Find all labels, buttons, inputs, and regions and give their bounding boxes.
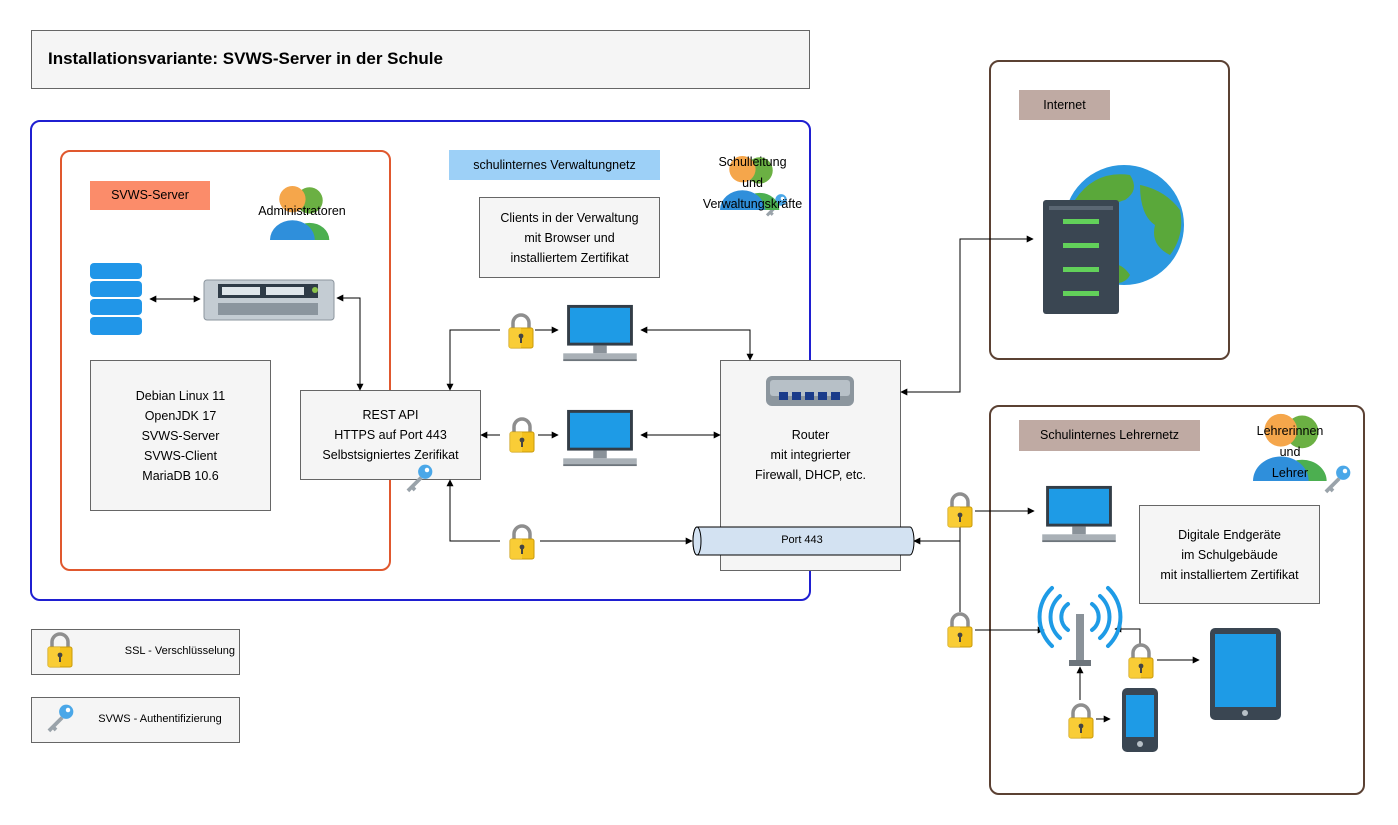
- devices-box: Digitale Endgeräte im Schulgebäude mit i…: [1139, 505, 1320, 604]
- server-info-line: OpenJDK 17: [144, 408, 217, 423]
- antenna-mast: [1076, 614, 1084, 662]
- rest-api-line: REST API: [362, 408, 419, 422]
- globe-server-icon: [1043, 165, 1184, 314]
- clients-box: Clients in der Verwaltung mit Browser un…: [479, 197, 660, 278]
- server-info-line: SVWS-Server: [141, 428, 220, 443]
- smartphone-icon: [1122, 688, 1158, 752]
- tablet-icon: [1210, 628, 1281, 720]
- legend-auth-label: SVWS - Authentifizierung: [98, 713, 222, 725]
- page-title: Installationsvariante: SVWS-Server in de…: [31, 30, 810, 89]
- port-443-pipe: [692, 526, 915, 556]
- leadership-line: Schulleitung: [718, 155, 787, 169]
- teacher-network-tag: Schulinternes Lehrernetz: [1019, 420, 1200, 451]
- clients-line: Clients in der Verwaltung: [500, 210, 639, 225]
- rest-api-line: Selbstsigniertes Zerifikat: [322, 448, 459, 462]
- teachers-line: Lehrerinnen: [1256, 424, 1324, 438]
- rest-api-line: HTTPS auf Port 443: [334, 428, 447, 442]
- rest-api-box: REST API HTTPS auf Port 443 Selbstsignie…: [300, 390, 481, 480]
- leadership-line: Verwaltungskräfte: [702, 197, 803, 211]
- server-info-box: Debian Linux 11 OpenJDK 17 SVWS-Server S…: [90, 360, 271, 511]
- teachers-label: Lehrerinnen und Lehrer: [1240, 421, 1340, 484]
- admins-label: Administratoren: [258, 204, 346, 218]
- padlock-icon: [946, 492, 974, 528]
- router-line: mit integrierter: [770, 448, 851, 462]
- internet-zone: [989, 60, 1230, 360]
- antenna-base: [1069, 660, 1091, 666]
- padlock-icon: [1067, 703, 1095, 739]
- clients-line: mit Browser und: [524, 230, 615, 245]
- devices-line: mit installiertem Zertifikat: [1160, 567, 1299, 582]
- teachers-line: Lehrer: [1271, 466, 1309, 480]
- clients-line: installiertem Zertifikat: [510, 250, 629, 265]
- svws-server-zone: [60, 150, 391, 571]
- teacher-network-zone: [989, 405, 1365, 795]
- key-icon: [47, 704, 74, 733]
- monitor-icon: [563, 409, 637, 467]
- padlock-icon: [507, 313, 535, 349]
- legend-auth: [31, 697, 240, 743]
- padlock-icon: [508, 417, 536, 453]
- svws-server-tag: SVWS-Server: [90, 181, 210, 210]
- padlock-icon: [1127, 643, 1155, 679]
- teachers-line: und: [1279, 445, 1301, 459]
- monitor-icon: [1042, 485, 1116, 543]
- padlock-icon: [508, 524, 536, 560]
- server-rack-icon: [203, 279, 335, 321]
- router-line: Firewall, DHCP, etc.: [755, 468, 866, 482]
- wifi-antenna-icon: [1037, 586, 1123, 648]
- database-icon: [90, 263, 142, 335]
- key-icon: [406, 464, 433, 493]
- router-label: Router mit integrierter Firewall, DHCP, …: [720, 425, 901, 485]
- padlock-icon: [946, 612, 974, 648]
- devices-line: im Schulgebäude: [1181, 547, 1278, 562]
- router-line: Router: [791, 428, 830, 442]
- legend-ssl-label: SSL - Verschlüsselung: [124, 645, 235, 657]
- admin-network-tag: schulinternes Verwaltungnetz: [449, 150, 660, 180]
- server-info-line: MariaDB 10.6: [142, 468, 219, 483]
- server-info-line: SVWS-Client: [144, 448, 217, 463]
- server-info-line: Debian Linux 11: [135, 388, 226, 403]
- padlock-icon: [46, 632, 74, 668]
- leadership-label: Schulleitung und Verwaltungskräfte: [690, 152, 815, 215]
- leadership-line: und: [742, 176, 763, 190]
- router-icon: [766, 376, 854, 406]
- port-443-label: Port 443: [781, 534, 823, 546]
- devices-line: Digitale Endgeräte: [1178, 527, 1281, 542]
- internet-tag: Internet: [1019, 90, 1110, 120]
- monitor-icon: [563, 304, 637, 362]
